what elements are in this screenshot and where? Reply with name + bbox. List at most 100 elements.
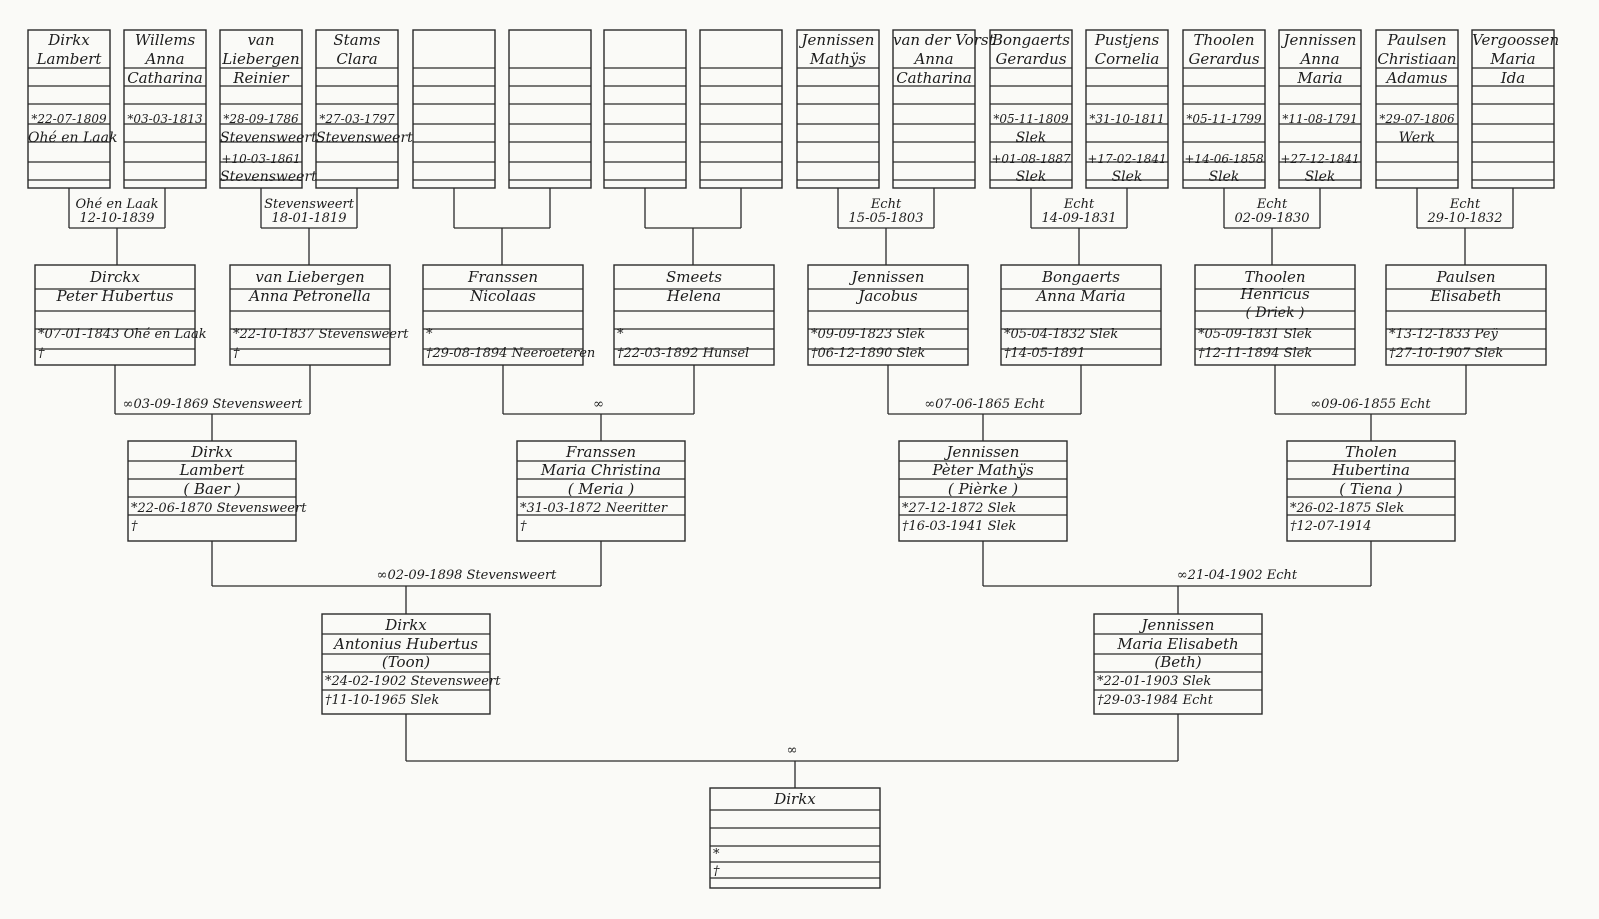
birth-date: *22-01-1903 Slek — [1097, 674, 1212, 689]
ancestor-name-line: Lambert — [36, 50, 102, 68]
birth-date: * — [713, 847, 720, 862]
ancestor-name-line: Stams — [333, 31, 381, 49]
death-date: †29-03-1984 Echt — [1097, 693, 1213, 708]
birth-date: *05-09-1831 Slek — [1198, 327, 1313, 342]
person-surname: Dirkx — [191, 443, 233, 461]
birth-date: *05-11-1809 — [993, 112, 1069, 126]
person-nickname: ( Driek ) — [1245, 305, 1305, 321]
death-date: †29-08-1894 Neeroeteren — [426, 346, 596, 361]
person-surname: Jennissen — [1141, 616, 1215, 634]
death-place: Slek — [1304, 169, 1336, 185]
person-given-name: Lambert — [179, 461, 245, 479]
ancestor-name-line: Paulsen — [1387, 31, 1447, 49]
ancestor-name-line: Mathÿs — [809, 50, 867, 68]
ancestor-name-line: Dirkx — [48, 31, 90, 49]
birth-date: *31-03-1872 Neeritter — [520, 501, 668, 516]
person-surname: Franssen — [565, 443, 637, 461]
birth-date: *22-07-1809 — [31, 112, 107, 126]
person-nickname: (Toon) — [381, 653, 431, 671]
ancestor-name-line: Anna — [145, 50, 185, 68]
ancestor-name-line: Clara — [336, 50, 378, 68]
marriage-label: ∞ — [593, 397, 604, 412]
ancestor-name-line: Gerardus — [1188, 50, 1260, 68]
birth-place: Stevensweert — [220, 130, 317, 146]
death-date: †06-12-1890 Slek — [811, 346, 926, 361]
ancestor-name-line: Liebergen — [222, 50, 300, 68]
marriage-label: ∞03-09-1869 Stevensweert — [122, 397, 303, 412]
death-date: +14-06-1858 — [1184, 152, 1264, 166]
person-surname: Dirkx — [385, 616, 427, 634]
ancestor-card-g1 — [509, 30, 591, 188]
ancestor-name-line: Pustjens — [1094, 31, 1160, 49]
death-date: †16-03-1941 Slek — [902, 519, 1017, 534]
birth-date: *22-10-1837 Stevensweert — [233, 327, 409, 342]
birth-date: *27-12-1872 Slek — [902, 501, 1017, 516]
person-given-name: Maria Elisabeth — [1117, 635, 1239, 653]
person-surname: Jennissen — [946, 443, 1020, 461]
marriage-place-label: Echt — [1256, 197, 1288, 212]
ancestor-name-line: Anna — [1300, 50, 1340, 68]
person-given-name: Hubertina — [1332, 461, 1410, 479]
ancestor-name-line: Willems — [134, 31, 196, 49]
death-date: †12-07-1914 — [1290, 519, 1372, 534]
birth-date: *09-09-1823 Slek — [811, 327, 926, 342]
ancestor-name-line: Catharina — [896, 69, 972, 87]
ancestor-name-line: Anna — [914, 50, 954, 68]
death-date: †27-10-1907 Slek — [1389, 346, 1504, 361]
person-given-name: Helena — [666, 287, 722, 305]
birth-date: *22-06-1870 Stevensweert — [131, 501, 307, 516]
birth-date: * — [617, 327, 624, 342]
person-given-name: Pèter Mathÿs — [932, 461, 1034, 479]
birth-place: Werk — [1398, 130, 1436, 146]
ancestor-card-g1 — [700, 30, 782, 188]
marriage-place-label: Ohé en Laak — [75, 197, 159, 212]
ancestor-name-line: Catharina — [127, 69, 203, 87]
ancestor-name-line: Reinier — [233, 69, 289, 87]
birth-date: *27-03-1797 — [319, 112, 395, 126]
marriage-label: ∞ — [786, 743, 798, 758]
death-place: Slek — [1111, 169, 1143, 185]
person-surname: Smeets — [666, 268, 722, 286]
marriage-place-label: Echt — [870, 197, 902, 212]
marriage-date-label: 18-01-1819 — [271, 211, 347, 226]
marriage-date-label: 02-09-1830 — [1234, 211, 1310, 226]
ancestor-name-line: Gerardus — [995, 50, 1067, 68]
death-date: †11-10-1965 Slek — [325, 693, 440, 708]
root-person-box — [709, 787, 881, 889]
birth-date: *13-12-1833 Peÿ — [1389, 327, 1498, 342]
ancestor-name-line: Ida — [1500, 69, 1526, 87]
person-surname: Bongaerts — [1041, 268, 1121, 286]
person-surname: Tholen — [1344, 443, 1398, 461]
ancestor-name-line: Adamus — [1386, 69, 1448, 87]
person-surname: van Liebergen — [255, 268, 365, 286]
birth-date: *11-08-1791 — [1282, 112, 1358, 126]
marriage-label: ∞07-06-1865 Echt — [924, 397, 1045, 412]
birth-date: *24-02-1902 Stevensweert — [325, 674, 501, 689]
death-date: † — [38, 346, 45, 361]
death-place: Stevensweert — [220, 169, 317, 185]
ancestor-name-line: Vergoossen — [1472, 31, 1560, 49]
birth-date: *07-01-1843 Ohé en Laak — [38, 327, 207, 342]
death-date: †22-03-1892 Hunsel — [617, 346, 750, 361]
ancestor-card-g1 — [604, 30, 686, 188]
marriage-label: ∞21-04-1902 Echt — [1176, 568, 1298, 583]
death-date: † — [233, 346, 240, 361]
person-surname: Paulsen — [1436, 268, 1496, 286]
birth-date: *31-10-1811 — [1089, 112, 1165, 126]
birth-date: *28-09-1786 — [223, 112, 299, 126]
